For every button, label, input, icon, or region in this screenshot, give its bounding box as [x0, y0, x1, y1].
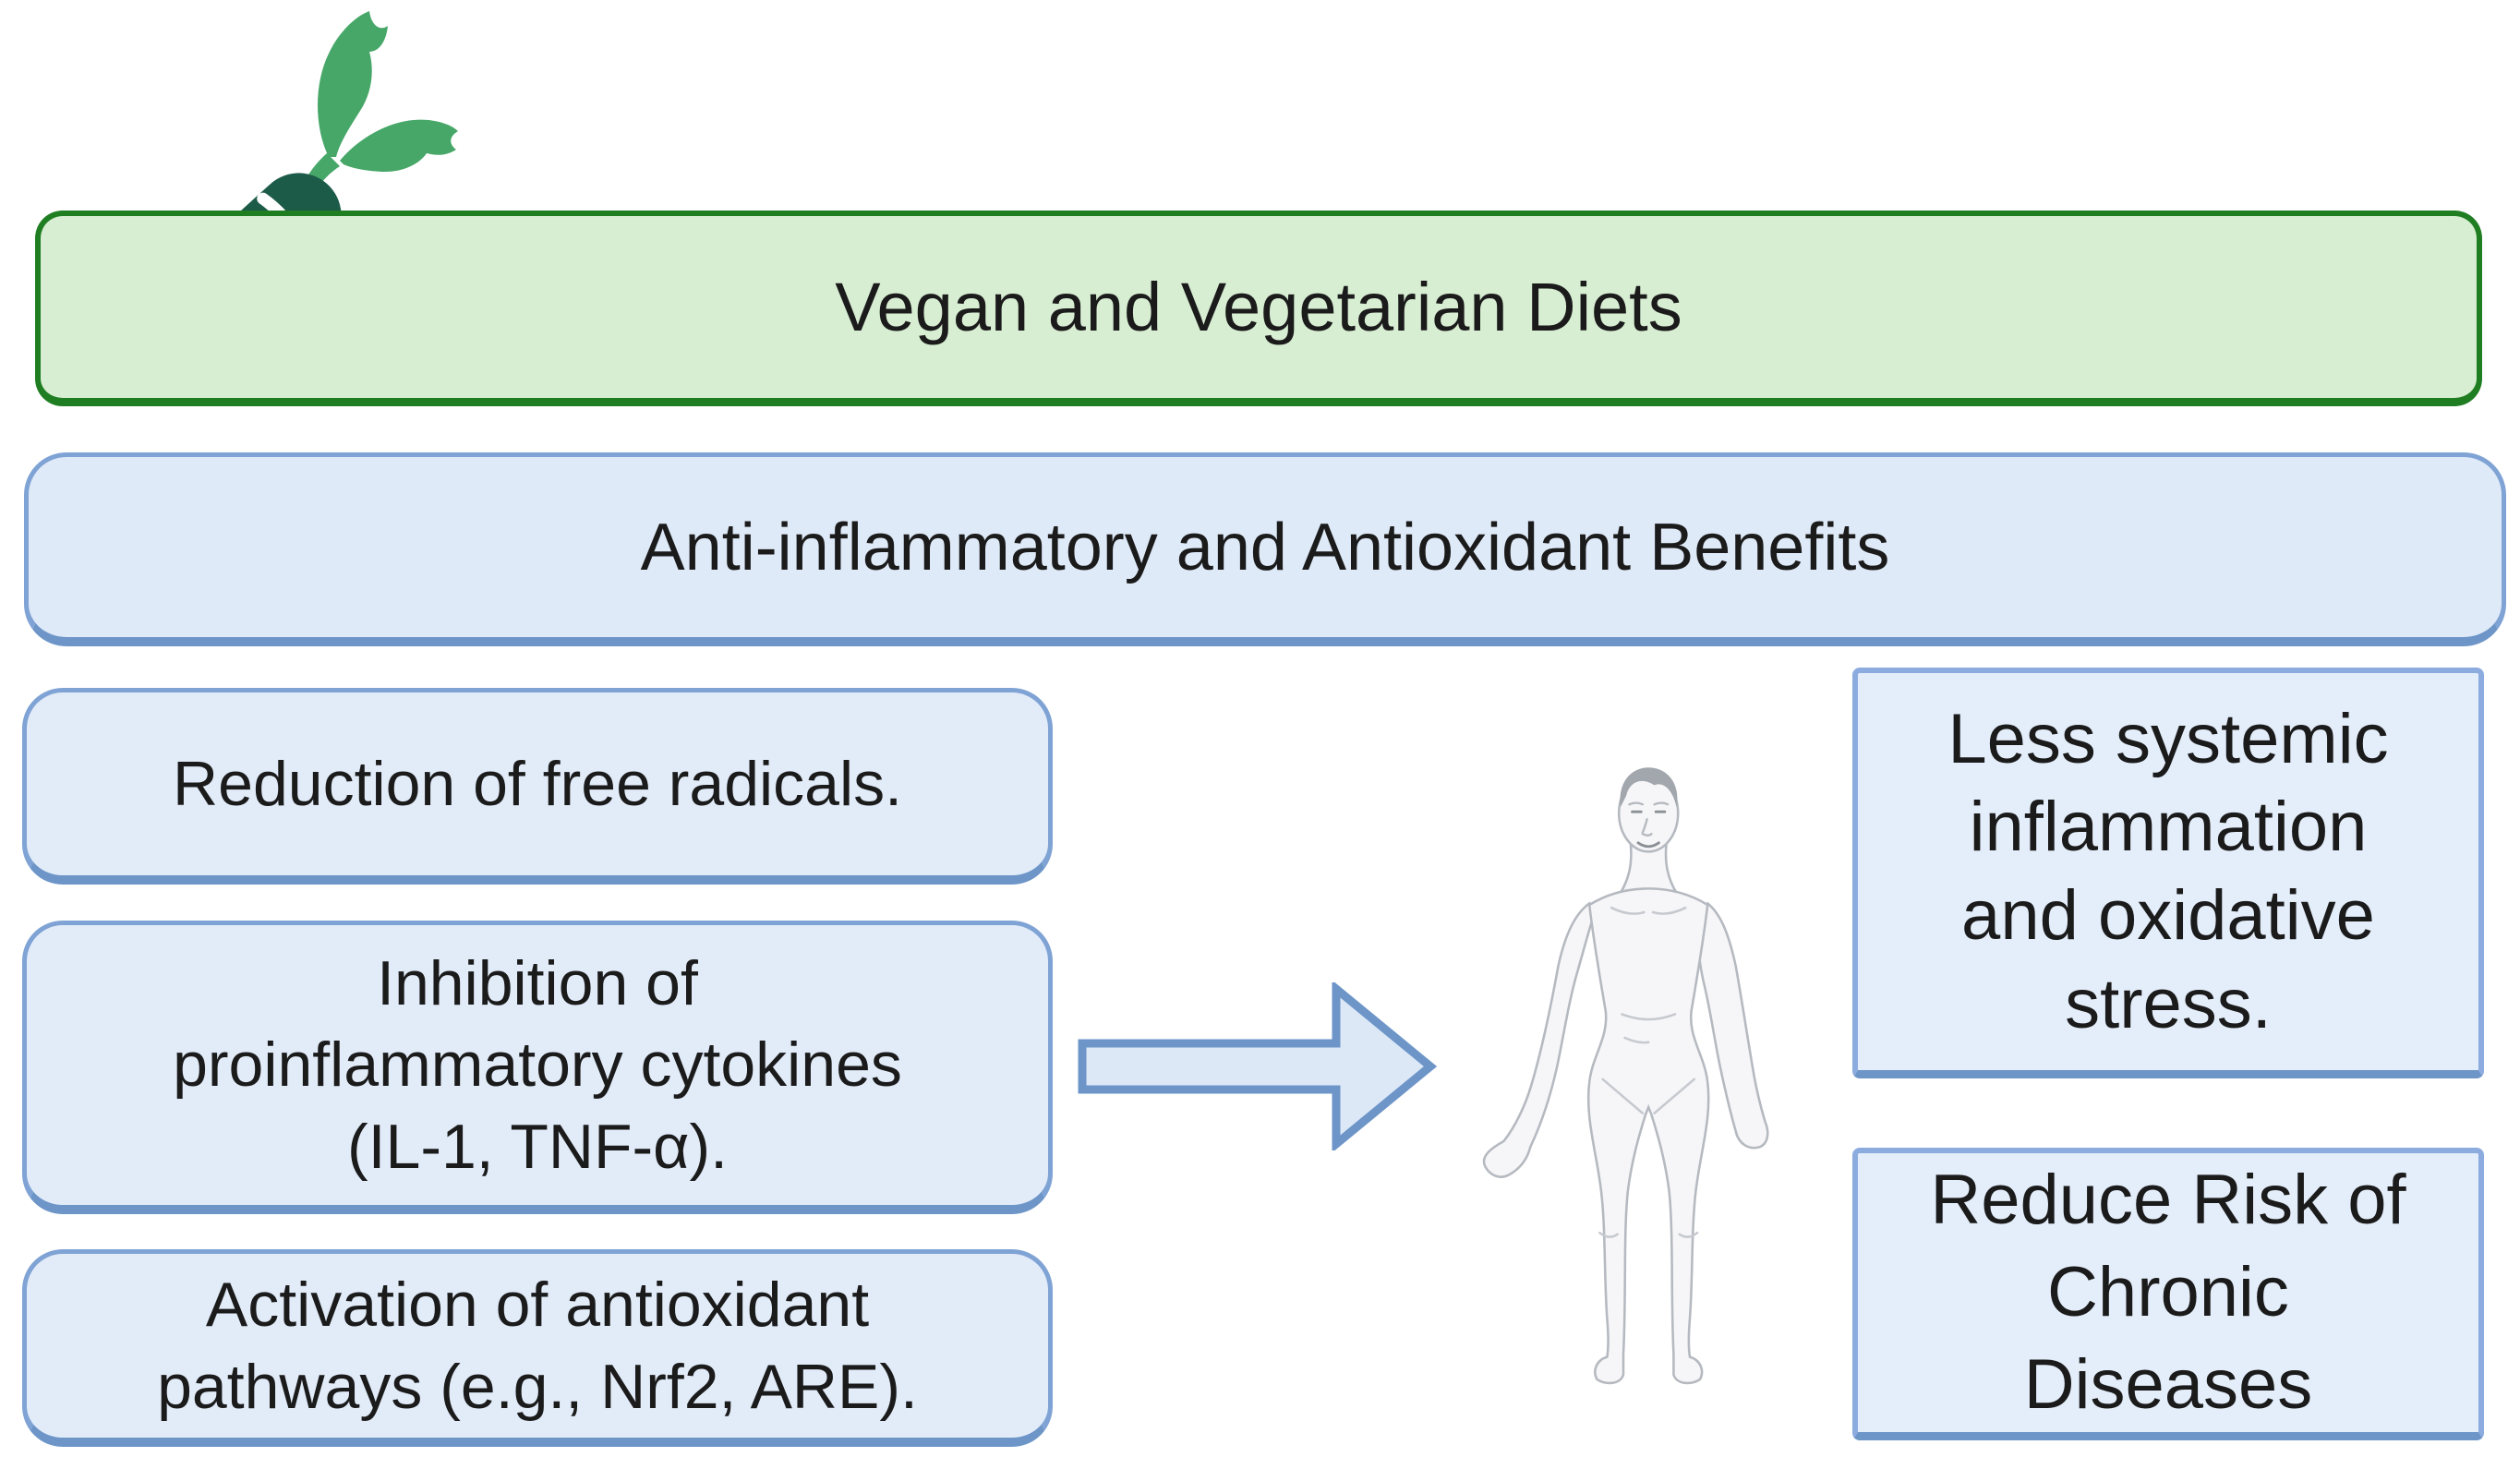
mechanism-box-antioxidant-pathways: Activation of antioxidant pathways (e.g.… — [22, 1249, 1053, 1447]
subtitle-banner: Anti-inflammatory and Antioxidant Benefi… — [24, 452, 2506, 646]
mechanism-box-label: Reduction of free radicals. — [173, 748, 902, 819]
mechanism-box-label: Activation of antioxidant pathways (e.g.… — [157, 1270, 918, 1422]
mechanism-box-free-radicals: Reduction of free radicals. — [22, 688, 1053, 885]
title-banner-label: Vegan and Vegetarian Diets — [835, 269, 1682, 345]
outcome-box-less-inflammation: Less systemic inflammation and oxidative… — [1852, 668, 2484, 1078]
outcome-box-chronic-disease-risk: Reduce Risk of Chronic Diseases — [1852, 1148, 2484, 1440]
mechanism-box-label: Inhibition of proinflammatory cytokines … — [173, 947, 902, 1182]
title-banner: Vegan and Vegetarian Diets — [35, 211, 2482, 406]
human-body-figure — [1482, 767, 1769, 1385]
mechanism-box-cytokines: Inhibition of proinflammatory cytokines … — [22, 921, 1053, 1214]
right-arrow-icon — [1078, 982, 1437, 1150]
outcome-box-label: Less systemic inflammation and oxidative… — [1947, 699, 2389, 1043]
subtitle-banner-label: Anti-inflammatory and Antioxidant Benefi… — [640, 510, 1890, 584]
outcome-box-label: Reduce Risk of Chronic Diseases — [1930, 1160, 2406, 1425]
